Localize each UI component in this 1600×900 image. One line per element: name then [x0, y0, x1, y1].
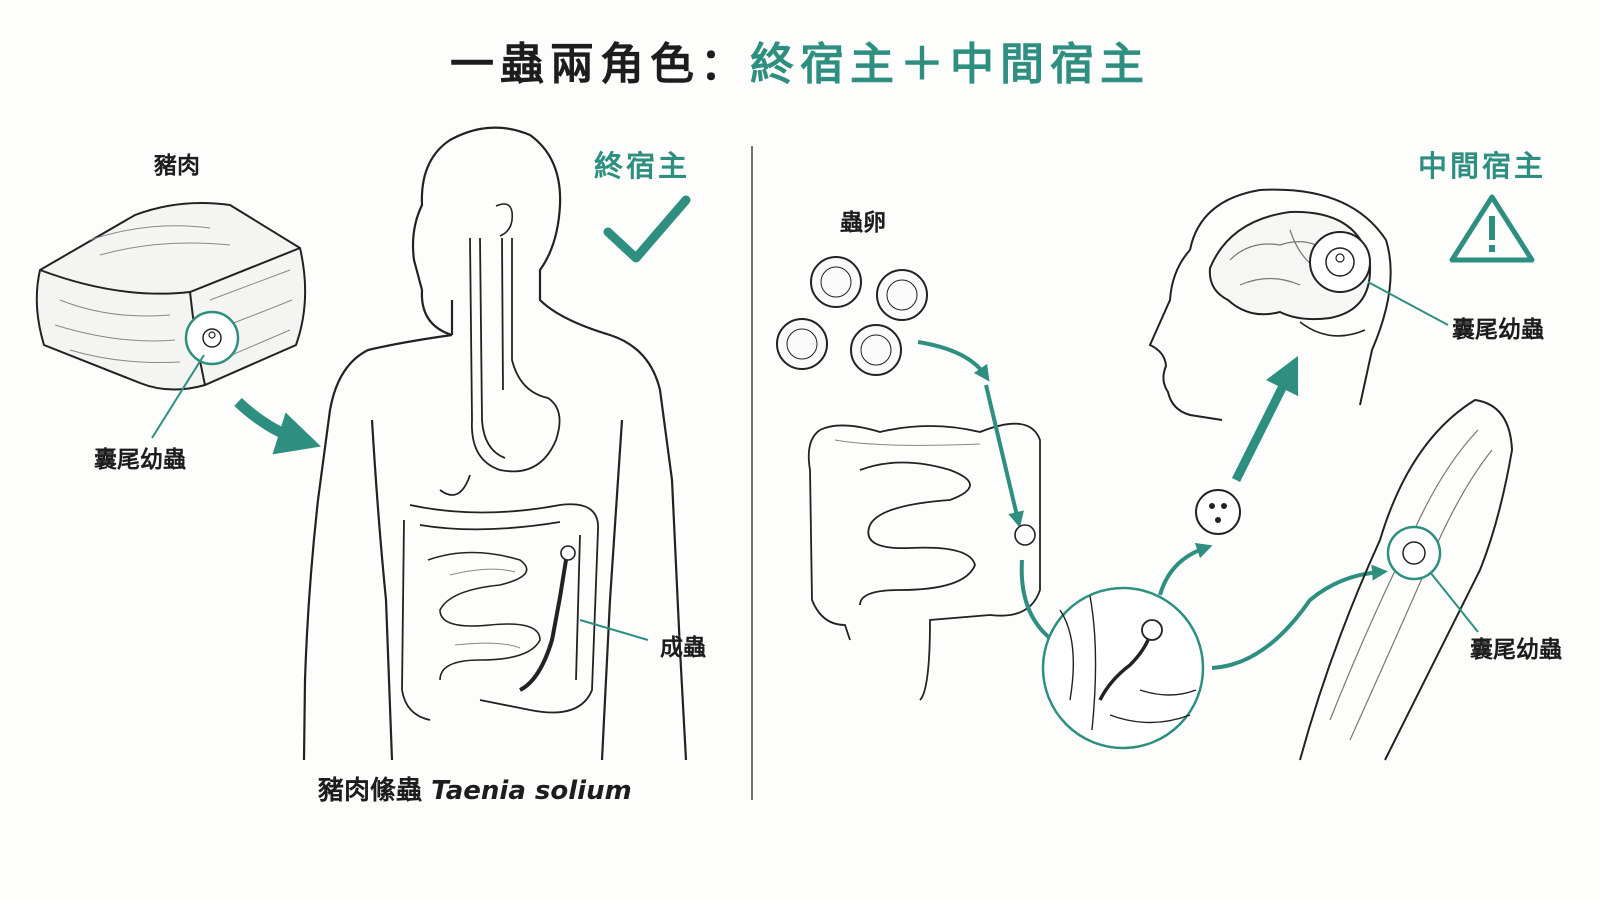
human-body-illustration [302, 126, 688, 761]
page-title: 一蟲兩角色：終宿主＋中間宿主 [0, 28, 1600, 92]
arrow-zoom-to-blood [1158, 543, 1213, 596]
warning-icon [1449, 194, 1535, 263]
adult-worm-leader [579, 619, 649, 641]
adult-tapeworm [518, 559, 568, 692]
intestinal-wall-zoom [1041, 586, 1205, 750]
oncosphere-in-gut [1014, 524, 1036, 546]
arrow-down-gut [984, 384, 1024, 528]
title-part-1: 一蟲兩角色： [450, 39, 750, 90]
species-caption: 豬肉絛蟲 Taenia solium [318, 770, 632, 807]
arrow-to-brain [1231, 355, 1299, 483]
definitive-host-label: 終宿主 [594, 149, 691, 183]
arrow-pork-to-human [234, 397, 321, 455]
adult-worm-label: 成蟲 [660, 635, 706, 661]
eggs-label: 蟲卵 [840, 210, 886, 236]
checkmark-icon [603, 195, 691, 263]
oncosphere-circulating [1195, 489, 1241, 535]
muscle-cyst-label: 囊尾幼蟲 [1470, 637, 1562, 663]
egg-cluster [776, 256, 928, 376]
title-part-2: 終宿主＋中間宿主 [750, 39, 1150, 90]
intermediate-host-label: 中間宿主 [1418, 149, 1547, 183]
head-illustration [1148, 188, 1392, 421]
intestine-illustration [807, 422, 1041, 701]
muscle-cyst-leader [1429, 571, 1479, 633]
pork-meat-illustration [35, 201, 307, 391]
species-name-latin: Taenia solium [431, 776, 632, 806]
brain-cyst-label: 囊尾幼蟲 [1452, 317, 1544, 343]
muscle-cyst [1386, 525, 1442, 581]
arrow-to-muscle [1211, 564, 1388, 670]
pork-label: 豬肉 [154, 153, 200, 179]
brain-cyst-leader [1367, 281, 1449, 326]
zoom-tissue [1059, 595, 1197, 731]
arrow-eggs-to-gut [917, 340, 990, 382]
arm-muscle-illustration [1299, 398, 1514, 761]
species-name-cn: 豬肉絛蟲 [318, 776, 423, 806]
digestive-tract [401, 237, 599, 721]
pork-cyst-leader [151, 354, 205, 439]
pork-cyst-label: 囊尾幼蟲 [94, 447, 186, 473]
